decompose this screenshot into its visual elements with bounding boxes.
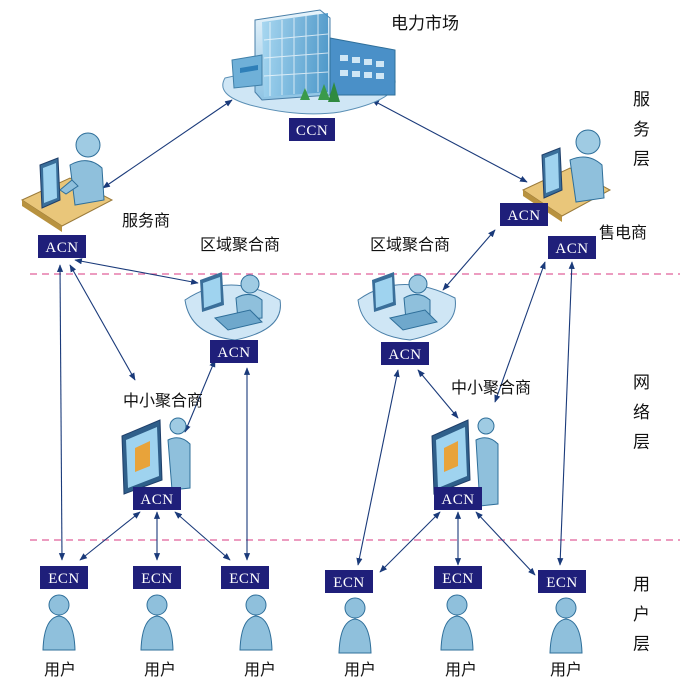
acn-seller-a-label: ACN xyxy=(507,208,540,224)
acn-small-right-label: ACN xyxy=(441,492,474,508)
regional-right-label: 区域聚合商 xyxy=(370,235,450,254)
ecn-node-4-label: ECN xyxy=(333,575,365,591)
user-icon xyxy=(42,594,76,651)
user-icon xyxy=(440,594,474,651)
acn-regional-right-node[interactable] xyxy=(381,342,429,365)
link-small-ecn4 xyxy=(379,511,441,573)
workstation-icon-right xyxy=(357,272,456,341)
workstation-icon xyxy=(184,272,281,341)
link-provider-regional xyxy=(74,258,199,285)
link-sellerA-regional xyxy=(442,229,496,291)
user-icon xyxy=(140,594,174,651)
acn-small-left-label: ACN xyxy=(140,492,173,508)
ccn-node-label: CCN xyxy=(296,123,328,139)
link-regional-small-r xyxy=(417,369,459,419)
link-regional-ecn4 xyxy=(356,369,400,566)
user-layer-label: 用户层 xyxy=(633,575,650,655)
service-provider-label: 服务商 xyxy=(122,211,170,230)
acn-provider-label: ACN xyxy=(45,240,78,256)
network-layer-label: 网络层 xyxy=(633,373,650,453)
ecn-node-3[interactable] xyxy=(221,566,269,589)
acn-regional-left-node[interactable] xyxy=(210,340,258,363)
link-small-ecn6 xyxy=(475,511,536,576)
user-label-5: 用户 xyxy=(445,660,477,679)
link-small-ecn1 xyxy=(79,511,141,561)
ecn-node-1[interactable] xyxy=(40,566,88,589)
seller-label: 售电商 xyxy=(599,223,647,242)
link-provider-small xyxy=(69,264,136,381)
ccn-node[interactable] xyxy=(289,118,335,141)
user-icon xyxy=(239,594,273,651)
ecn-node-5-label: ECN xyxy=(442,571,474,587)
ecn-node-6[interactable] xyxy=(538,570,586,593)
small-right-label: 中小聚合商 xyxy=(451,378,531,397)
user-label-3: 用户 xyxy=(244,660,276,679)
user-figures xyxy=(42,594,583,654)
presenter-icon xyxy=(121,417,191,495)
acn-provider-node[interactable] xyxy=(38,235,86,258)
connection-arrows xyxy=(56,99,575,576)
acn-seller-b-label: ACN xyxy=(555,241,588,257)
desk-person-icon xyxy=(20,132,114,232)
regional-left-label: 区域聚合商 xyxy=(200,235,280,254)
link-sellerB-ecn6 xyxy=(557,261,575,566)
ecn-node-5[interactable] xyxy=(434,566,482,589)
link-regional-small xyxy=(184,359,216,433)
building-icon xyxy=(222,9,396,115)
user-label-6: 用户 xyxy=(550,660,582,679)
service-layer-label: 服务层 xyxy=(633,90,650,170)
link-sellerB-small xyxy=(494,261,546,403)
ecn-node-2-label: ECN xyxy=(141,571,173,587)
user-label-1: 用户 xyxy=(44,660,76,679)
acn-regional-right-label: ACN xyxy=(388,347,421,363)
link-small-ecn3 xyxy=(174,511,231,561)
acn-seller-b-node[interactable] xyxy=(548,236,596,259)
user-icon xyxy=(549,597,583,654)
link-ccn-seller xyxy=(371,99,528,183)
user-label-2: 用户 xyxy=(144,660,176,679)
link-provider-ecn1 xyxy=(56,264,66,561)
ecn-node-1-label: ECN xyxy=(48,571,80,587)
user-icon xyxy=(338,597,372,654)
user-label-4: 用户 xyxy=(344,660,376,679)
ecn-node-6-label: ECN xyxy=(546,575,578,591)
small-left-label: 中小聚合商 xyxy=(123,391,203,410)
ecn-node-4[interactable] xyxy=(325,570,373,593)
acn-seller-a-node[interactable] xyxy=(500,203,548,226)
link-ccn-provider xyxy=(102,99,233,189)
acn-small-right-node[interactable] xyxy=(434,487,482,510)
ecn-node-2[interactable] xyxy=(133,566,181,589)
market-label: 电力市场 xyxy=(391,14,459,34)
ecn-node-3-label: ECN xyxy=(229,571,261,587)
acn-regional-left-label: ACN xyxy=(217,345,250,361)
acn-small-left-node[interactable] xyxy=(133,487,181,510)
